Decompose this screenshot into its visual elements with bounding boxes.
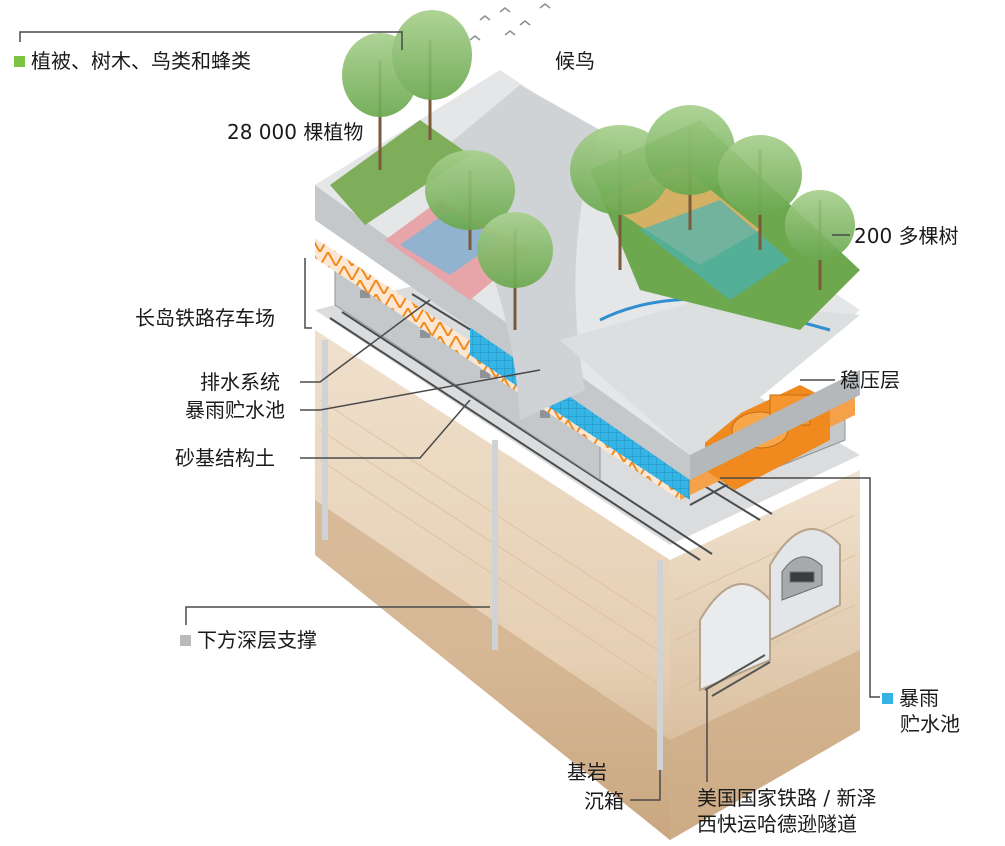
label-bedrock: 基岩: [567, 760, 607, 784]
leader-storm-tank: [300, 369, 541, 411]
green-marker: [14, 56, 25, 67]
tunnel-track: [704, 654, 771, 697]
bedrock-layer-right: [670, 650, 860, 840]
deck-front-left: [315, 185, 690, 480]
blue-marker: [882, 693, 893, 704]
bedrock-layer: [315, 500, 670, 840]
caissons: [322, 340, 663, 770]
label-tunnel-line-1: 美国国家铁路 / 新泽: [697, 786, 877, 810]
bed-left-top: [330, 120, 470, 225]
label-deep-support: 下方深层支撑: [180, 628, 317, 652]
label-vegetation: 植被、树木、鸟类和蜂类: [14, 49, 251, 73]
label-ballast: 稳压层: [840, 368, 900, 392]
deck-front-right: [690, 370, 860, 480]
leader-lines: [19, 31, 880, 801]
label-caisson: 沉箱: [584, 789, 624, 813]
label-trees-count: 200 多棵树: [854, 224, 959, 248]
label-storm-tank: 暴雨贮水池: [185, 398, 285, 422]
leader-caisson: [630, 770, 661, 801]
label-tunnel-line-2: 西快运哈德逊隧道: [697, 812, 857, 836]
label-drainage: 排水系统: [200, 370, 280, 394]
leader-rail-yard: [304, 258, 312, 329]
label-sand-soil: 砂基结构土: [175, 446, 275, 470]
label-plants-count: 28 000 棵植物: [227, 120, 364, 144]
leader-deep-support: [185, 606, 490, 625]
label-migrating-birds: 候鸟: [555, 49, 595, 73]
migrating-birds: [469, 3, 551, 41]
tunnel-train: [781, 556, 823, 601]
leader-sand-soil: [300, 399, 471, 459]
hudson-tunnels: [699, 528, 841, 697]
label-rail-yard: 长岛铁路存车场: [135, 306, 275, 330]
leader-drainage: [300, 299, 431, 383]
leader-vegetation: [19, 31, 403, 50]
label-storm-tank-lower-1: 暴雨: [882, 686, 939, 710]
trees: [342, 10, 855, 330]
leader-storm-tank-lower: [720, 477, 880, 698]
label-storm-tank-lower-2: 贮水池: [900, 712, 960, 736]
walkway-lower: [560, 300, 860, 455]
gray-marker: [180, 635, 191, 646]
